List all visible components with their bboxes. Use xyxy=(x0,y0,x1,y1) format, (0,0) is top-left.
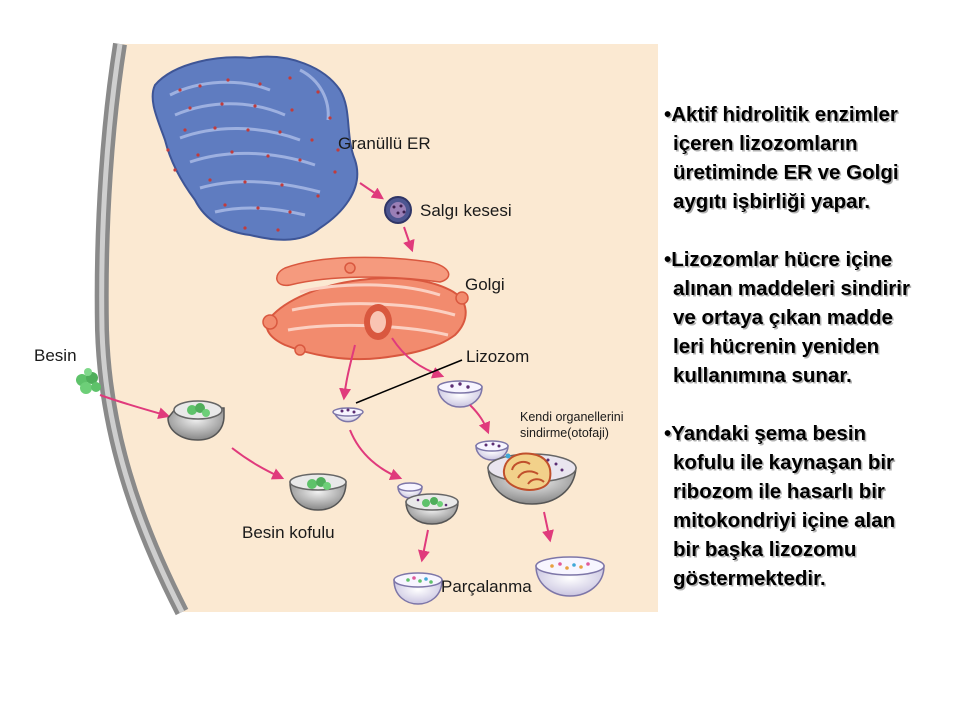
rough-er xyxy=(151,55,359,241)
arrow-lysosome-to-autophagy xyxy=(469,404,491,435)
arrow-lysosome-to-fusion xyxy=(349,429,403,481)
lysosome-left xyxy=(332,407,364,423)
bullet-line: mitokondriyi içine alan xyxy=(673,509,896,532)
bullet-line: ribozom ile hasarlı bir xyxy=(673,480,885,503)
autophagy-body xyxy=(475,440,577,505)
label-golgi: Golgi xyxy=(465,275,505,294)
lysosome-right xyxy=(437,380,483,408)
arrow-er-to-vesicle xyxy=(359,182,384,200)
arrow-food-to-cell xyxy=(99,394,171,419)
label-rough-er: Granüllü ER xyxy=(338,134,431,153)
bullet-3: •Yandaki şema besin kofulu ile kaynaşan … xyxy=(664,419,954,593)
endocytosis-pocket xyxy=(167,400,225,441)
bullet-line: bir başka lizozomu xyxy=(673,538,857,561)
label-food-vacuole: Besin kofulu xyxy=(242,523,335,542)
lysosome-leader-line xyxy=(355,359,463,404)
golgi-apparatus xyxy=(262,256,469,361)
label-food: Besin xyxy=(34,346,77,365)
arrow-golgi-to-lysosome-right xyxy=(391,337,445,379)
bullet-line: •Yandaki şema besin xyxy=(664,422,867,445)
bullet-list: •Aktif hidrolitik enzimler içeren lizozo… xyxy=(664,100,954,622)
bullet-line: ve ortaya çıkan madde xyxy=(673,306,893,329)
lysosome-vacuole-fusion xyxy=(397,482,459,525)
arrow-autophagy-to-digestion xyxy=(542,511,554,543)
bullet-line: leri hücrenin yeniden xyxy=(673,335,880,358)
bullet-line: aygıtı işbirliği yapar. xyxy=(673,190,871,213)
bullet-line: kullanımına sunar. xyxy=(673,364,852,387)
label-autophagy-line2: sindirme(otofaji) xyxy=(520,426,609,440)
bullet-line: alınan maddeleri sindirir xyxy=(673,277,910,300)
arrow-golgi-to-lysosome-left xyxy=(339,344,356,401)
bullet-line: •Aktif hidrolitik enzimler xyxy=(664,103,898,126)
arrow-pocket-to-food-vacuole xyxy=(231,447,285,480)
bullet-2: •Lizozomlar hücre içine alınan maddeleri… xyxy=(664,245,954,390)
bullet-line: üretiminde ER ve Golgi xyxy=(673,161,899,184)
label-secretory-vesicle: Salgı kesesi xyxy=(420,201,512,220)
secretory-vesicle xyxy=(384,196,412,224)
bullet-line: göstermektedir. xyxy=(673,567,826,590)
bullet-1: •Aktif hidrolitik enzimler içeren lizozo… xyxy=(664,100,954,216)
bullet-line: içeren lizozomların xyxy=(673,132,858,155)
label-digestion: Parçalanma xyxy=(441,577,532,596)
food-particle xyxy=(76,368,101,394)
bullet-line: kofulu ile kaynaşan bir xyxy=(673,451,895,474)
label-lysosome: Lizozom xyxy=(466,347,529,366)
bullet-line: •Lizozomlar hücre içine xyxy=(664,248,893,271)
label-autophagy-line1: Kendi organellerini xyxy=(520,410,624,424)
food-vacuole xyxy=(289,473,347,511)
autophagy-digestion-vesicle xyxy=(535,556,605,597)
arrow-vesicle-to-golgi xyxy=(403,226,415,253)
arrow-fusion-to-digestion xyxy=(417,529,430,563)
digestion-vesicle xyxy=(393,572,443,605)
